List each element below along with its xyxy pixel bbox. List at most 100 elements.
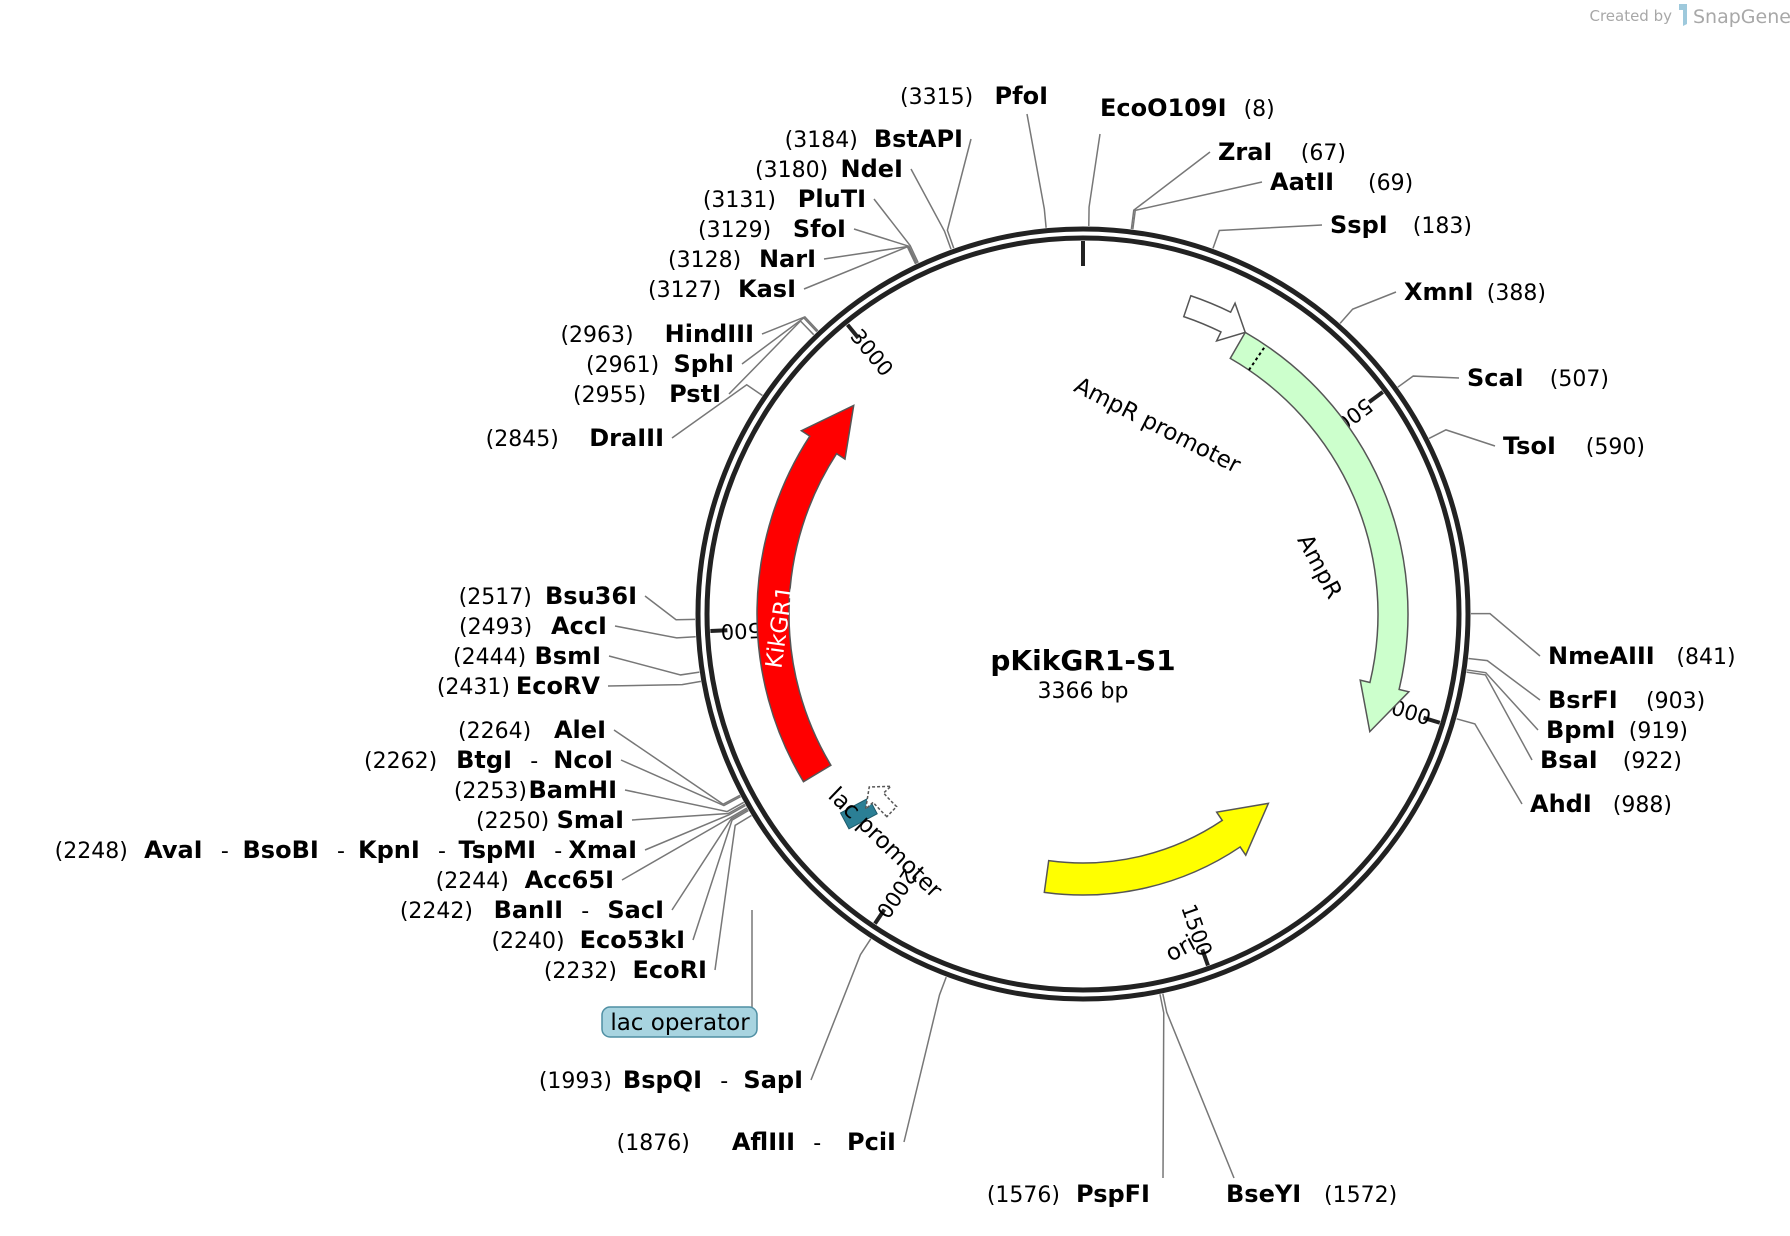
site-tsoi[interactable]: TsoI(590) — [1503, 432, 1645, 460]
site-pluti[interactable]: PluTI(3131) — [703, 185, 866, 213]
leader-scai — [1397, 375, 1460, 388]
site-position: (2240) — [491, 929, 564, 954]
site-nmeaiii[interactable]: NmeAIII(841) — [1548, 642, 1736, 670]
site-position: (8) — [1244, 97, 1275, 122]
site-position: (3127) — [648, 278, 721, 303]
site-ahdi[interactable]: AhdI(988) — [1530, 790, 1672, 818]
site-name: SphI — [674, 350, 734, 378]
site-acci[interactable]: AccI(2493) — [459, 612, 607, 640]
site-name: ZraI — [1218, 138, 1272, 166]
site-bstapi[interactable]: BstAPI (3184) — [785, 125, 963, 153]
site-position: (988) — [1613, 793, 1672, 818]
credit-brand: SnapGene — [1693, 6, 1790, 28]
site-name: Eco53kI — [580, 926, 685, 954]
tick-mark — [1367, 390, 1384, 404]
site-position: (919) — [1629, 719, 1688, 744]
site-name: BstAPI — [874, 125, 963, 153]
leader-sspi — [1212, 224, 1323, 249]
site-btgi[interactable]: NcoI-BtgI(2262) — [364, 746, 613, 774]
site-xmni[interactable]: XmnI(388) — [1404, 278, 1546, 306]
site-position: (590) — [1586, 435, 1645, 460]
site-alei[interactable]: AleI(2264) — [458, 716, 606, 744]
site-position: (67) — [1301, 141, 1346, 166]
leader-bseyi — [1162, 993, 1235, 1179]
leader-acci — [614, 625, 696, 639]
site-draiii[interactable]: DraIII(2845) — [486, 424, 664, 452]
site-position: (3184) — [785, 128, 858, 153]
site-position: (2444) — [453, 645, 526, 670]
snapgene-logo-icon — [1679, 4, 1687, 26]
lac-operator[interactable]: lac operator — [601, 910, 758, 1038]
site-ndei[interactable]: NdeI(3180) — [755, 155, 903, 183]
site-banii[interactable]: SacI-BanII(2242) — [400, 896, 664, 924]
site-sfoi[interactable]: SfoI(3129) — [698, 215, 846, 243]
site-psti[interactable]: PstI(2955) — [573, 380, 721, 408]
site-position: (841) — [1676, 645, 1735, 670]
site-afliii[interactable]: PciI-AflIII(1876) — [617, 1128, 896, 1156]
lac-promoter-arrow[interactable] — [864, 785, 898, 818]
site-nari[interactable]: NarI(3128) — [668, 245, 816, 273]
leader-pfoi — [1026, 113, 1047, 228]
site-position: (903) — [1646, 689, 1705, 714]
site-bspqi[interactable]: SapI-BspQI(1993) — [539, 1066, 803, 1094]
site-sspi[interactable]: SspI(183) — [1330, 211, 1472, 239]
site-zrai[interactable]: ZraI (67) — [1218, 138, 1346, 166]
plasmid-backbone — [695, 226, 1471, 1002]
site-position: (922) — [1623, 749, 1682, 774]
site-name: XmnI — [1404, 278, 1474, 306]
site-name: AflIII — [732, 1128, 795, 1156]
site-bpmi[interactable]: BpmI (919) — [1546, 716, 1688, 744]
site-name: BsrFI — [1548, 686, 1618, 714]
lac-operator-box[interactable] — [601, 1006, 758, 1038]
site-name: AvaI — [144, 836, 203, 864]
site-bsrfi[interactable]: BsrFI (903) — [1548, 686, 1705, 714]
ori-feature[interactable] — [1043, 802, 1270, 896]
site-name: BspQI — [623, 1066, 702, 1094]
leader-eco53ki — [692, 809, 749, 941]
site-position: (2232) — [544, 959, 617, 984]
site-position: (1576) — [987, 1183, 1060, 1208]
ampr-label: AmpR — [1292, 530, 1347, 603]
site-ecoo109i[interactable]: EcoO109I(8) — [1100, 94, 1275, 122]
site-bsai[interactable]: BsaI(922) — [1540, 746, 1682, 774]
site-name: SapI — [743, 1066, 803, 1094]
site-hindiii[interactable]: HindIII(2963) — [560, 320, 754, 348]
leader-bsrfi — [1468, 657, 1541, 701]
site-pfoi[interactable]: PfoI(3315) — [900, 82, 1048, 110]
leader-xmni — [1339, 291, 1397, 324]
site-ecori[interactable]: EcoRI(2232) — [544, 956, 707, 984]
kikgr1-feature[interactable] — [756, 404, 855, 783]
site-ecorv[interactable]: EcoRV(2431) — [437, 672, 601, 700]
site-position: (2963) — [560, 323, 633, 348]
site-separator: - — [530, 749, 538, 774]
leader-btgi — [620, 759, 742, 807]
site-scai[interactable]: ScaI(507) — [1467, 364, 1609, 392]
ampr-feature-boundary — [1248, 344, 1267, 371]
site-aatii[interactable]: AatII(69) — [1270, 168, 1413, 196]
leader-nmeaiii — [1470, 612, 1541, 657]
site-bsmi[interactable]: BsmI(2444) — [453, 642, 601, 670]
site-position: (2244) — [436, 869, 509, 894]
site-position: (2517) — [459, 585, 532, 610]
site-name: BpmI — [1546, 716, 1615, 744]
leader-zrai — [1130, 151, 1211, 230]
site-bseyi[interactable]: BseYI(1572) — [1226, 1180, 1397, 1208]
site-avai[interactable]: XmaI-TspMI-KpnI-BsoBI-AvaI(2248) — [55, 836, 637, 864]
leader-bsu36i — [644, 595, 696, 621]
site-acc65i[interactable]: Acc65I(2244) — [436, 866, 614, 894]
site-pspfi[interactable]: PspFI(1576) — [987, 1180, 1150, 1208]
site-name: BanII — [494, 896, 563, 924]
site-kasi[interactable]: KasI(3127) — [648, 275, 796, 303]
site-sphi[interactable]: SphI(2961) — [586, 350, 734, 378]
site-bsu36i[interactable]: Bsu36I(2517) — [459, 582, 637, 610]
ampr-feature[interactable] — [1229, 331, 1411, 734]
tick-mark — [845, 323, 860, 340]
site-eco53ki[interactable]: Eco53kI (2240) — [491, 926, 685, 954]
leader-banii — [671, 808, 749, 911]
site-bamhi[interactable]: BamHI(2253) — [454, 776, 617, 804]
site-smai[interactable]: SmaI(2250) — [476, 806, 624, 834]
leader-sphi — [741, 316, 818, 365]
ampr-promoter-feature[interactable] — [1182, 294, 1247, 343]
leader-ndei — [910, 168, 952, 250]
